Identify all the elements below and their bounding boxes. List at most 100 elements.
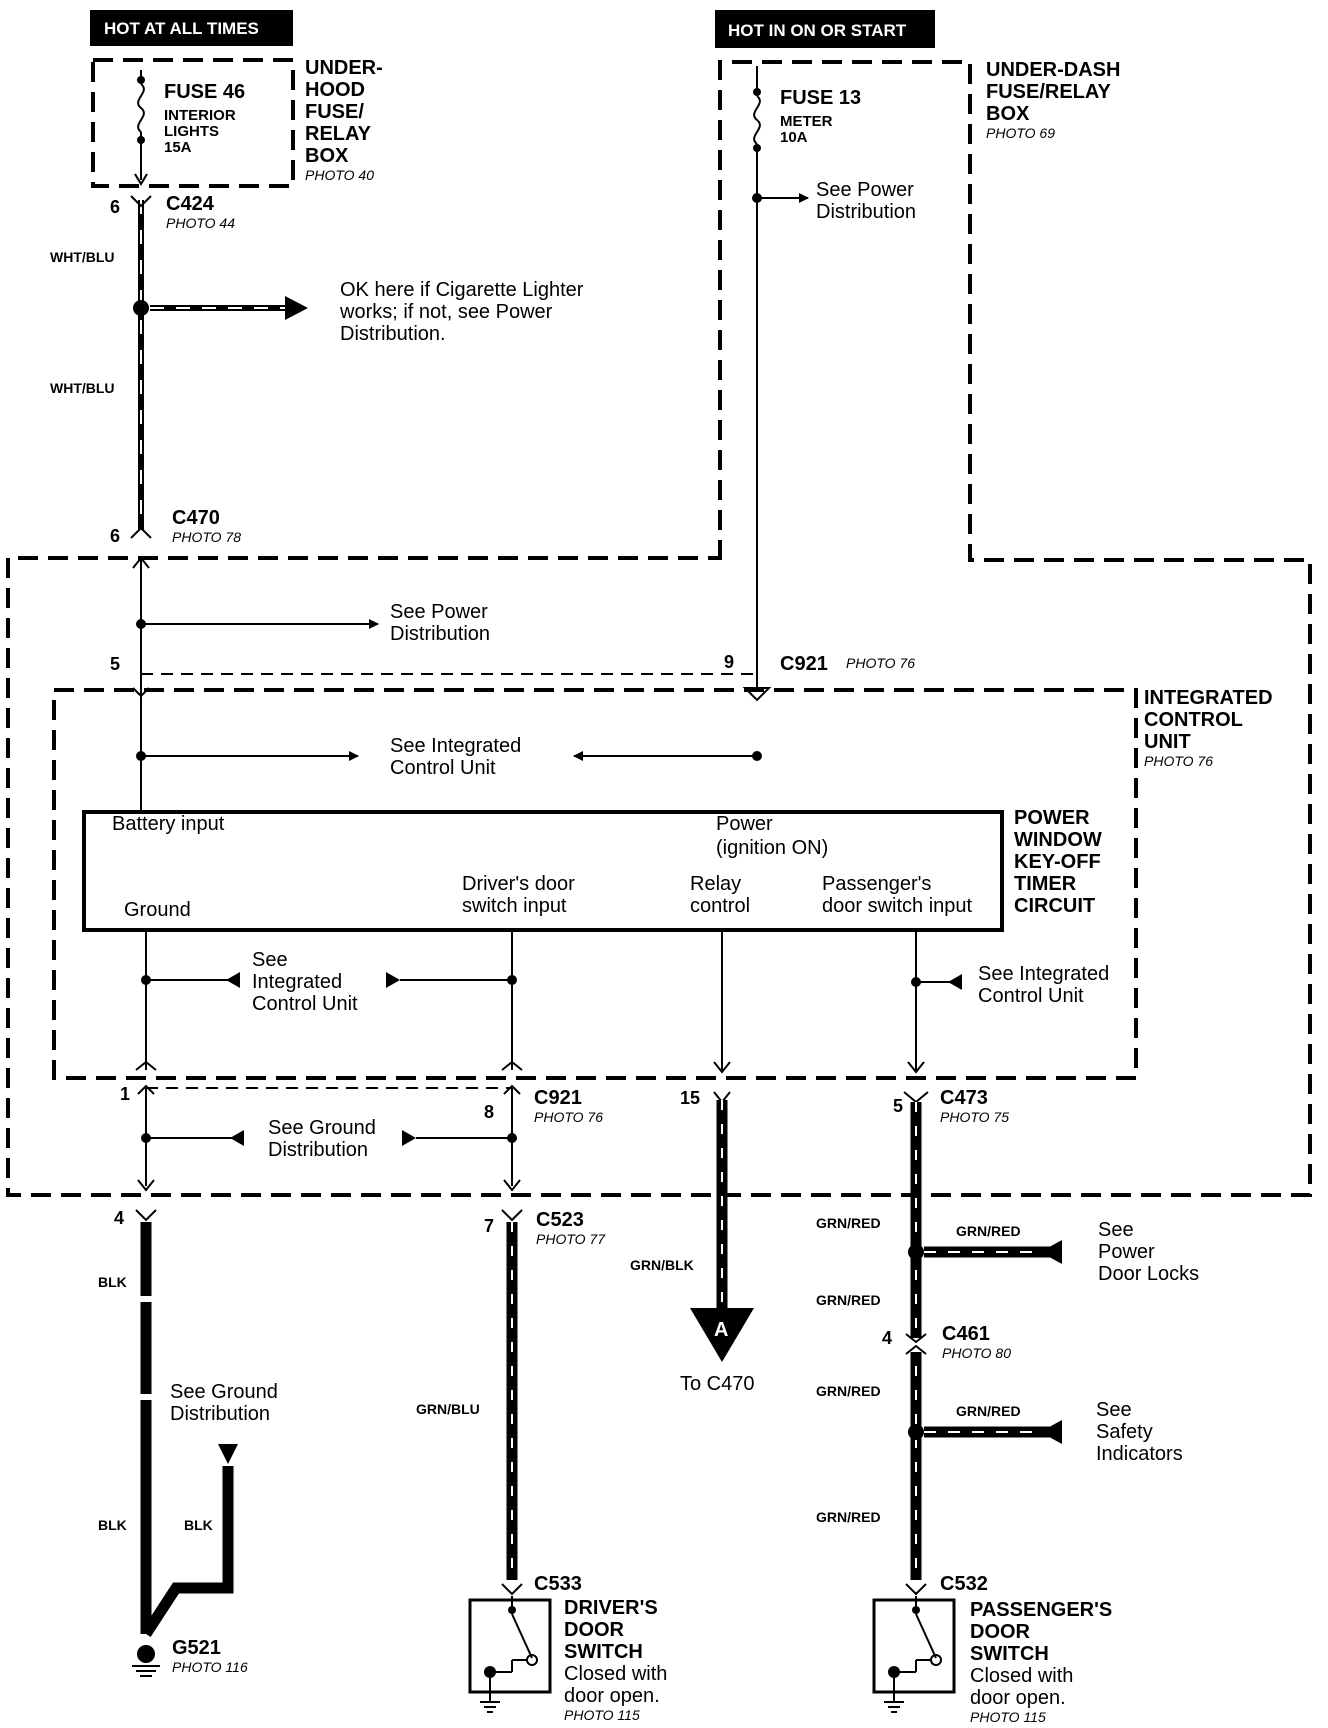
svg-text:C424: C424 xyxy=(166,193,215,215)
svg-text:Control Unit: Control Unit xyxy=(390,757,496,779)
svg-text:door switch input: door switch input xyxy=(822,895,973,917)
svg-text:UNDER-: UNDER- xyxy=(305,57,383,79)
see-integrated-control-unit-top: See Integrated Control Unit xyxy=(136,735,762,779)
svg-text:Control Unit: Control Unit xyxy=(978,985,1084,1007)
svg-text:BOX: BOX xyxy=(986,103,1030,125)
svg-text:PHOTO 115: PHOTO 115 xyxy=(970,1709,1046,1725)
see-ground-distribution-top: See Ground Distribution xyxy=(141,1117,517,1161)
svg-text:Power: Power xyxy=(716,813,773,835)
header-hot-in-on-or-start: HOT IN ON OR START xyxy=(715,10,935,48)
svg-text:DRIVER'S: DRIVER'S xyxy=(564,1597,658,1619)
svg-text:PHOTO 80: PHOTO 80 xyxy=(942,1345,1011,1361)
svg-text:GRN/RED: GRN/RED xyxy=(816,1215,881,1231)
underdash-fuse-box-outline xyxy=(6,60,1312,1197)
svg-text:KEY-OFF: KEY-OFF xyxy=(1014,851,1101,873)
connector-c921-bottom: 1 8 15 C921 PHOTO 76 xyxy=(120,1084,700,1125)
see-integrated-control-unit-right: See Integrated Control Unit xyxy=(911,963,1109,1007)
see-power-distribution-left: See Power Distribution xyxy=(136,601,490,645)
svg-text:4: 4 xyxy=(882,1328,892,1348)
svg-text:9: 9 xyxy=(724,652,734,672)
svg-text:INTEGRATED: INTEGRATED xyxy=(1144,687,1273,709)
svg-text:HOOD: HOOD xyxy=(305,79,365,101)
connector-a-arrow: A To C470 xyxy=(680,1308,755,1395)
svg-text:See Integrated: See Integrated xyxy=(978,963,1109,985)
svg-text:PHOTO 44: PHOTO 44 xyxy=(166,215,235,231)
svg-text:1: 1 xyxy=(120,1084,130,1104)
svg-text:PHOTO 76: PHOTO 76 xyxy=(1144,753,1213,769)
svg-text:SWITCH: SWITCH xyxy=(564,1641,643,1663)
svg-text:Distribution: Distribution xyxy=(170,1403,270,1425)
svg-text:C532: C532 xyxy=(940,1573,988,1595)
svg-text:PHOTO 115: PHOTO 115 xyxy=(564,1707,640,1723)
svg-text:Passenger's: Passenger's xyxy=(822,873,931,895)
svg-text:control: control xyxy=(690,895,750,917)
svg-text:C921: C921 xyxy=(534,1087,582,1109)
svg-text:PHOTO 77: PHOTO 77 xyxy=(536,1231,606,1247)
svg-text:GRN/RED: GRN/RED xyxy=(816,1383,881,1399)
svg-text:FUSE/: FUSE/ xyxy=(305,101,364,123)
see-integrated-control-unit-left: See Integrated Control Unit xyxy=(141,949,517,1015)
svg-text:UNDER-DASH: UNDER-DASH xyxy=(986,59,1120,81)
svg-text:See: See xyxy=(1098,1219,1134,1241)
svg-text:Relay: Relay xyxy=(690,873,741,895)
svg-text:BLK: BLK xyxy=(98,1517,127,1533)
svg-text:works; if not, see Power: works; if not, see Power xyxy=(339,301,553,323)
svg-text:Indicators: Indicators xyxy=(1096,1443,1183,1465)
svg-text:Closed with: Closed with xyxy=(970,1665,1073,1687)
svg-text:See Ground: See Ground xyxy=(170,1381,278,1403)
svg-text:See: See xyxy=(1096,1399,1132,1421)
header-hot-all-times: HOT AT ALL TIMES xyxy=(90,10,293,46)
svg-text:See Integrated: See Integrated xyxy=(390,735,521,757)
svg-text:PHOTO 75: PHOTO 75 xyxy=(940,1109,1009,1125)
svg-text:Distribution: Distribution xyxy=(268,1139,368,1161)
svg-text:10A: 10A xyxy=(780,129,808,146)
svg-text:BOX: BOX xyxy=(305,145,349,167)
svg-text:UNIT: UNIT xyxy=(1144,731,1191,753)
svg-text:See Power: See Power xyxy=(816,179,914,201)
svg-text:See Ground: See Ground xyxy=(268,1117,376,1139)
connector-c523: 4 7 C523 PHOTO 77 xyxy=(114,1208,606,1247)
svg-text:RELAY: RELAY xyxy=(305,123,372,145)
svg-text:See Power: See Power xyxy=(390,601,488,623)
svg-text:GRN/RED: GRN/RED xyxy=(816,1509,881,1525)
svg-text:Driver's door: Driver's door xyxy=(462,873,575,895)
svg-text:METER: METER xyxy=(780,113,833,130)
fuse-46: FUSE 46 INTERIOR LIGHTS 15A xyxy=(134,70,245,186)
svg-text:door open.: door open. xyxy=(564,1685,660,1707)
svg-text:FUSE 13: FUSE 13 xyxy=(780,87,861,109)
wire-grn-blu: GRN/BLU xyxy=(416,1222,518,1580)
fuse-13: FUSE 13 METER 10A xyxy=(753,66,861,152)
svg-text:5: 5 xyxy=(110,654,120,674)
svg-text:5: 5 xyxy=(893,1096,903,1116)
svg-text:door open.: door open. xyxy=(970,1687,1066,1709)
svg-text:FUSE/RELAY: FUSE/RELAY xyxy=(986,81,1112,103)
svg-text:Safety: Safety xyxy=(1096,1421,1153,1443)
svg-text:switch input: switch input xyxy=(462,895,567,917)
svg-text:C523: C523 xyxy=(536,1209,584,1231)
svg-text:PHOTO 40: PHOTO 40 xyxy=(305,167,374,183)
wire-blk: BLK BLK BLK See Ground Distribution xyxy=(98,1222,278,1638)
svg-text:BLK: BLK xyxy=(98,1274,127,1290)
svg-text:SWITCH: SWITCH xyxy=(970,1643,1049,1665)
svg-text:PHOTO 69: PHOTO 69 xyxy=(986,125,1055,141)
svg-text:6: 6 xyxy=(110,197,120,217)
svg-text:DOOR: DOOR xyxy=(564,1619,625,1641)
connector-c461: 4 C461 PHOTO 80 xyxy=(882,1323,1011,1361)
svg-text:G521: G521 xyxy=(172,1637,221,1659)
connector-c424: 6 C424 PHOTO 44 xyxy=(110,193,235,231)
svg-text:CIRCUIT: CIRCUIT xyxy=(1014,895,1095,917)
icu-outline xyxy=(52,688,1138,1080)
svg-text:PHOTO 76: PHOTO 76 xyxy=(846,655,915,671)
svg-text:(ignition ON): (ignition ON) xyxy=(716,837,828,859)
svg-text:DOOR: DOOR xyxy=(970,1621,1031,1643)
connector-c470: 6 C470 PHOTO 78 xyxy=(110,507,241,546)
svg-text:POWER: POWER xyxy=(1014,807,1090,829)
svg-text:GRN/RED: GRN/RED xyxy=(956,1403,1021,1419)
connector-c473: 5 C473 PHOTO 75 xyxy=(893,1087,1009,1125)
svg-text:PASSENGER'S: PASSENGER'S xyxy=(970,1599,1112,1621)
svg-text:PHOTO 78: PHOTO 78 xyxy=(172,529,241,545)
svg-text:Distribution: Distribution xyxy=(390,623,490,645)
svg-text:6: 6 xyxy=(110,526,120,546)
underhood-fuse-box-outline xyxy=(91,58,295,188)
